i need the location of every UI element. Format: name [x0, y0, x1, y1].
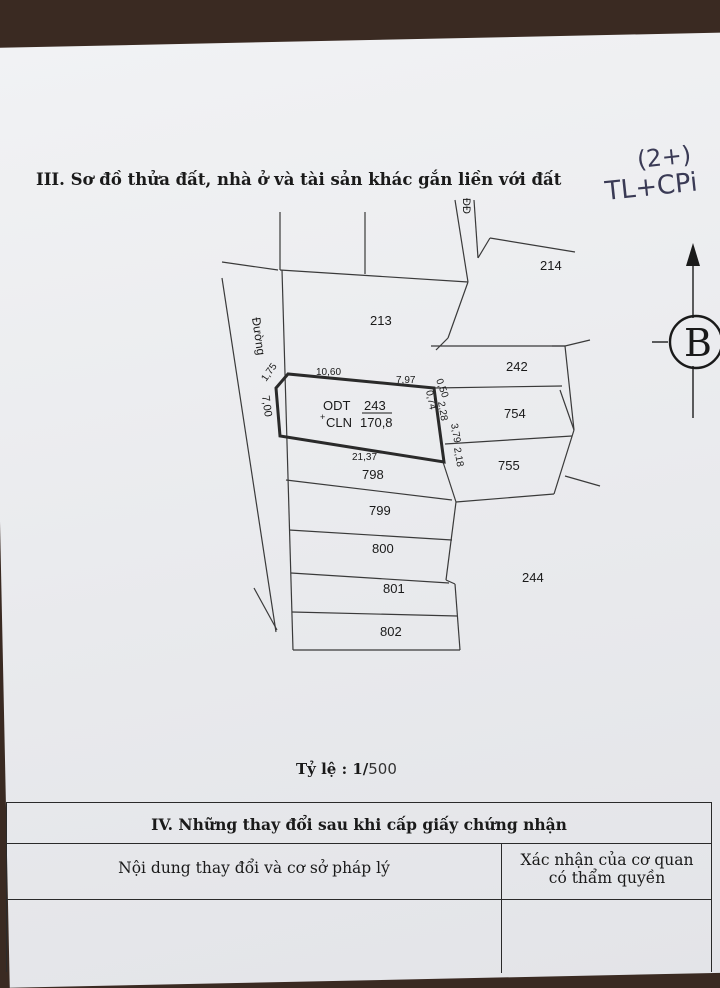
- road-edge-right: [281, 269, 294, 651]
- boundary-802-right: [454, 583, 461, 651]
- section4-divider-2: [7, 899, 711, 900]
- main-parcel-code2: CLN: [326, 415, 352, 430]
- boundary-213-right: [447, 281, 469, 339]
- boundary-right-outer: [564, 345, 575, 431]
- boundary-754-755: [444, 435, 573, 445]
- compass-circle: [668, 314, 720, 370]
- boundary-213-corner: [435, 337, 449, 351]
- dim-top-left: 10,60: [316, 367, 341, 378]
- handwritten-note-2: TL+CPi: [603, 167, 699, 207]
- section4-divider: [7, 843, 711, 844]
- boundary-800-801: [290, 572, 450, 584]
- dim-corner: 1,75: [259, 361, 279, 384]
- parcel-798: 798: [362, 467, 384, 482]
- section4-col2-header: Xác nhận của cơ quan có thẩm quyền: [501, 851, 713, 887]
- main-parcel-plus: +: [320, 412, 325, 422]
- section4-table: IV. Những thay đổi sau khi cấp giấy chứn…: [6, 802, 713, 973]
- dim-r4: 3,79: [448, 423, 462, 445]
- boundary-755-ext: [564, 475, 601, 487]
- road-width: 7,00: [259, 395, 274, 418]
- section4-col1-header: Nội dung thay đổi và cơ sở pháp lý: [118, 859, 390, 877]
- main-parcel-outline: [274, 372, 446, 464]
- boundary-798-799: [285, 479, 453, 501]
- section4-col2-line1: Xác nhận của cơ quan: [520, 851, 694, 869]
- alley-right: [473, 199, 479, 259]
- main-parcel-area: 170,8: [360, 415, 393, 430]
- compass-label: B: [684, 321, 712, 365]
- parcel-214: 214: [540, 258, 562, 273]
- parcel-242: 242: [506, 359, 528, 374]
- boundary-right-lower: [445, 501, 457, 581]
- parcel-213: 213: [370, 313, 392, 328]
- boundary-213-top: [279, 269, 469, 283]
- boundary-242-ext: [564, 339, 591, 347]
- alley-left: [454, 199, 469, 283]
- section4-title: IV. Những thay đổi sau khi cấp giấy chứn…: [151, 815, 567, 834]
- compass-north: B: [652, 243, 720, 418]
- main-parcel-number: 243: [364, 398, 386, 413]
- parcel-802: 802: [380, 624, 402, 639]
- dim-r3: 2,28: [435, 401, 449, 423]
- boundary-755-bottom: [455, 493, 555, 503]
- dim-bottom: 21,37: [352, 452, 377, 463]
- scale-line: Tỷ lệ : 1/500: [296, 760, 397, 778]
- road-label: Đường: [249, 316, 268, 356]
- boundary-801-802: [291, 611, 458, 617]
- dim-top-right: 7,97: [396, 375, 416, 386]
- parcel-754: 754: [504, 406, 526, 421]
- parcel-244: 244: [522, 570, 544, 585]
- scale-label: Tỷ lệ : 1/: [296, 760, 369, 778]
- north-arrow-icon: [686, 243, 700, 266]
- parcel-755: 755: [498, 458, 520, 473]
- dim-r5: 2,18: [451, 447, 465, 469]
- boundary-754-inner: [559, 389, 575, 431]
- section3-title: III. Sơ đồ thửa đất, nhà ở và tài sản kh…: [36, 170, 562, 189]
- parcel-799: 799: [369, 503, 391, 518]
- parcel-800: 800: [372, 541, 394, 556]
- boundary-755-right: [553, 429, 575, 495]
- boundary-798-right: [442, 461, 457, 503]
- handwritten-note-1: (2+): [636, 140, 693, 174]
- road-edge-left-tick: [253, 587, 278, 631]
- section4-col2-line2: có thẩm quyền: [548, 869, 666, 887]
- section4-column-divider: [501, 843, 502, 973]
- parcel-801: 801: [383, 581, 405, 596]
- scale-value: 500: [368, 760, 397, 778]
- alley-corner: [477, 237, 491, 259]
- road-edge-left: [221, 277, 277, 633]
- land-plot-diagram: B (2+) TL+CPi Đường 7,00 ĐĐ 213 214 242 …: [221, 140, 720, 651]
- dim-r2: 0,74: [423, 389, 438, 411]
- alley-label: ĐĐ: [460, 198, 472, 214]
- main-parcel-code1: ODT: [323, 398, 351, 413]
- boundary-242-754: [432, 385, 563, 389]
- boundary-799-800: [288, 529, 453, 541]
- boundary-214: [489, 237, 576, 253]
- road-top-line: [221, 261, 279, 271]
